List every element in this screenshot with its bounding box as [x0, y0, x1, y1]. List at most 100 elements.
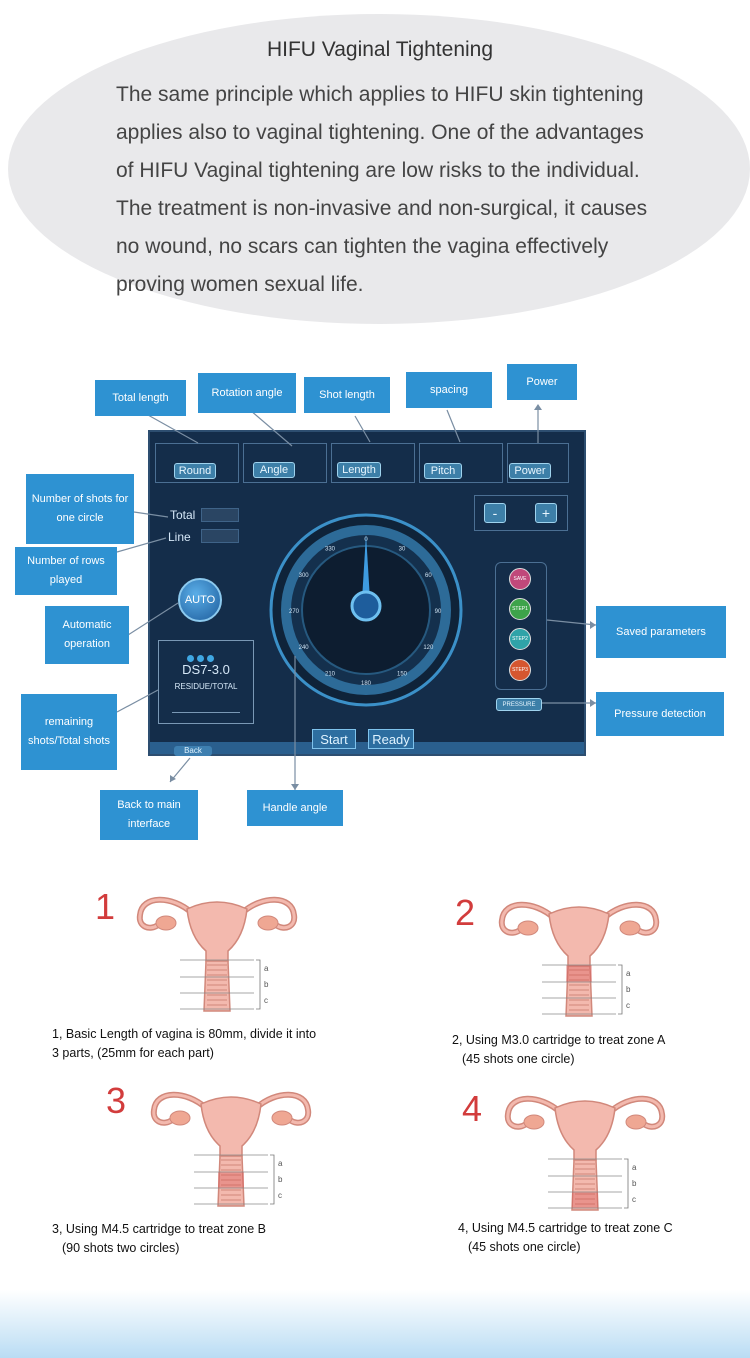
zone-letter-b: b	[626, 985, 631, 994]
vaginal-canal	[565, 965, 593, 1017]
pressure-button[interactable]: PRESSURE	[496, 698, 542, 711]
uterus-diagram-1: abc	[136, 896, 298, 1012]
right-fallopian-tube-inner	[608, 1097, 664, 1129]
caption-line: 4, Using M4.5 cartridge to treat zone C	[458, 1221, 673, 1235]
dial-tick-label: 30	[399, 547, 406, 553]
uterus-diagram-2: abc	[498, 901, 660, 1017]
uterus-body	[548, 906, 610, 967]
spacing-callout: spacing	[406, 372, 492, 408]
step-4-number: 4	[462, 1088, 483, 1129]
dial-tick-label: 210	[325, 671, 336, 677]
intro-line: applies also to vaginal tightening. One …	[116, 121, 644, 144]
caption-line: 1, Basic Length of vagina is 80mm, divid…	[52, 1027, 317, 1041]
screen-bottom-bar	[150, 742, 584, 754]
angle-param-box	[243, 443, 327, 483]
angle-button[interactable]: Angle	[253, 462, 295, 478]
remaining-shots-callout: remaining shots/Total shots	[21, 694, 117, 770]
zone-bracket	[270, 1154, 275, 1205]
pressure-detection-callout: Pressure detection	[596, 692, 724, 736]
zone-letter-a: a	[626, 969, 631, 978]
left-fallopian-tube-inner	[138, 898, 194, 930]
line-field	[201, 529, 239, 543]
zone-letter-c: c	[278, 1191, 282, 1200]
intro-line: no wound, no scars can tighten the vagin…	[116, 235, 609, 258]
total-length-callout: Total length	[95, 380, 186, 416]
length-button[interactable]: Length	[337, 462, 381, 478]
left-ovary	[517, 920, 539, 936]
total-field	[201, 508, 239, 522]
dial-ticks: 0306090120150180210240270300330	[289, 537, 442, 687]
auto-button[interactable]: AUTO	[178, 578, 222, 622]
rows-played-callout: Number of rows played	[15, 547, 117, 595]
left-ovary	[155, 915, 177, 931]
step-2-number: 2	[455, 892, 476, 933]
start-button[interactable]: Start	[312, 729, 356, 749]
uterus-diagram-3: abc	[150, 1091, 312, 1207]
intro-paragraph: The same principle which applies to HIFU…	[116, 76, 696, 304]
power-button[interactable]: Power	[509, 463, 551, 479]
uterus-body	[186, 901, 248, 962]
length-param-box	[331, 443, 415, 483]
pitch-param-box	[419, 443, 503, 483]
back-button[interactable]: Back	[174, 746, 212, 756]
round-param-box	[155, 443, 239, 483]
right-fallopian-tube-inner	[602, 903, 658, 935]
pitch-button[interactable]: Pitch	[424, 463, 462, 479]
intro-background	[8, 14, 750, 324]
highlighted-zone	[566, 965, 592, 982]
step3-button[interactable]: STEP3	[509, 659, 531, 681]
caption-line: 3 parts, (25mm for each part)	[52, 1046, 214, 1060]
ready-button[interactable]: Ready	[368, 729, 414, 749]
automatic-operation-callout: Automatic operation	[45, 606, 129, 664]
right-ovary	[257, 915, 279, 931]
shot-length-callout: Shot length	[304, 377, 390, 413]
cartridge-label: DS7-3.0	[182, 662, 230, 677]
dial-tick-label: 60	[425, 573, 432, 579]
caption-line: (90 shots two circles)	[62, 1241, 180, 1255]
right-fallopian-tube-inner	[240, 898, 296, 930]
uterus-body	[200, 1096, 262, 1157]
power-callout: Power	[507, 364, 577, 400]
bottom-gradient	[0, 1290, 750, 1358]
zone-letter-b: b	[278, 1175, 283, 1184]
round-button[interactable]: Round	[174, 463, 216, 479]
zone-letter-c: c	[626, 1001, 630, 1010]
intro-line: proving women sexual life.	[116, 273, 364, 296]
handle-angle-callout: Handle angle	[247, 790, 343, 826]
power-minus-button[interactable]: -	[484, 503, 506, 523]
zone-bracket	[624, 1158, 629, 1209]
dial-tick-label: 180	[361, 681, 372, 687]
vaginal-canal	[217, 1155, 245, 1207]
zone-letter-c: c	[264, 996, 268, 1005]
residue-indicator-dots	[187, 649, 227, 662]
intro-line: The same principle which applies to HIFU…	[116, 83, 644, 106]
shots-per-circle-callout: Number of shots for one circle	[26, 474, 134, 544]
dial-tick-label: 240	[299, 645, 310, 651]
step2-button[interactable]: STEP2	[509, 628, 531, 650]
line-label: Line	[168, 530, 191, 544]
vaginal-canal	[203, 960, 231, 1012]
zone-letter-a: a	[264, 964, 269, 973]
power-adjust-box	[474, 495, 568, 531]
dial-tick-label: 120	[423, 645, 434, 651]
back-to-main-callout: Back to main interface	[100, 790, 198, 840]
step1-button[interactable]: STEP1	[509, 598, 531, 620]
residue-panel	[158, 640, 254, 724]
handle-angle-dial[interactable]: 0306090120150180210240270300330	[268, 512, 464, 708]
caption-line: 2, Using M3.0 cartridge to treat zone A	[452, 1033, 666, 1047]
step-3-caption: 3, Using M4.5 cartridge to treat zone B …	[52, 1220, 266, 1258]
right-ovary	[271, 1110, 293, 1126]
saved-parameters-panel	[495, 562, 547, 690]
callout-connectors	[116, 404, 597, 790]
step-1-caption: 1, Basic Length of vagina is 80mm, divid…	[52, 1025, 316, 1063]
save-button[interactable]: SAVE	[509, 568, 531, 590]
zone-letter-b: b	[632, 1179, 637, 1188]
right-fallopian-tube-inner	[254, 1093, 310, 1125]
power-plus-button[interactable]: +	[535, 503, 557, 523]
right-ovary	[619, 920, 641, 936]
dial-tick-label: 90	[435, 609, 442, 615]
residue-total-label: RESIDUE/TOTAL	[174, 682, 238, 691]
dial-needle	[362, 534, 370, 600]
zone-bracket	[618, 964, 623, 1015]
zone-letter-a: a	[278, 1159, 283, 1168]
